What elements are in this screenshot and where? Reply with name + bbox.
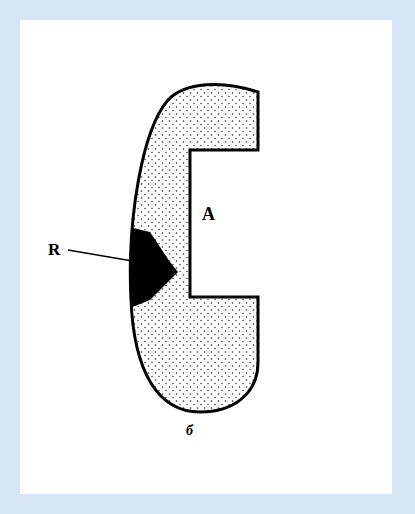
body-outline (130, 84, 258, 412)
leader-line (68, 250, 150, 264)
part-label: A (202, 205, 215, 223)
figure-label: б (186, 424, 193, 438)
black-region (125, 226, 178, 310)
part-label: R (48, 241, 60, 258)
